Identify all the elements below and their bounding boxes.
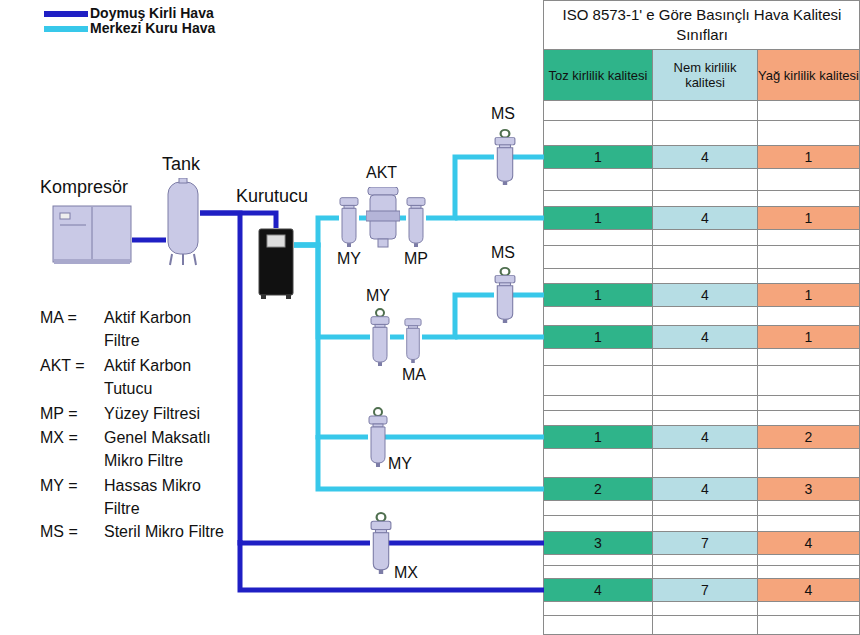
- component-symbol: [339, 189, 359, 247]
- component-label: MY: [388, 455, 412, 473]
- table-cell: 4: [653, 283, 757, 307]
- precision-filter: MY: [339, 189, 359, 247]
- component-symbol: [494, 129, 516, 185]
- component-symbol: [370, 512, 392, 574]
- table-cell: 4: [653, 145, 757, 169]
- table-cell: 1: [758, 283, 859, 307]
- table-cell: 1: [758, 145, 859, 169]
- component-symbol: [368, 407, 388, 467]
- component-label: Tank: [162, 154, 200, 175]
- table-cell: 2: [758, 425, 859, 449]
- sterile-filter: MS: [494, 267, 516, 323]
- surface-filter: MP: [406, 189, 426, 247]
- table-cell: 1: [758, 325, 859, 349]
- table-cell: 4: [544, 578, 652, 602]
- table-cell: 4: [653, 206, 757, 230]
- abbreviation-meaning: Aktif Karbon Filtre: [104, 306, 230, 354]
- abbreviation-meaning: Genel Maksatlı Mikro Filtre: [104, 426, 230, 474]
- abbreviation-meaning: Steril Mikro Filtre: [104, 520, 230, 568]
- abbreviation-code: MA =: [40, 306, 102, 328]
- air-pipe: [294, 245, 370, 337]
- component-symbol: [370, 308, 390, 366]
- table-cell: 1: [758, 206, 859, 230]
- column-header: Yağ kirlilik kalitesi: [758, 50, 859, 100]
- table-title: ISO 8573-1' e Göre Basınçlı Hava Kalites…: [545, 2, 859, 48]
- abbreviation-meaning: Hassas Mikro Filtre: [104, 474, 230, 522]
- component-label: Kurutucu: [236, 186, 308, 207]
- air-dryer: Kurutucu: [258, 228, 294, 300]
- component-symbol: [166, 178, 200, 266]
- legend-text: Doymuş Kirli Hava: [90, 5, 214, 21]
- component-label: MX: [394, 564, 418, 582]
- abbreviation-meaning: Aktif Karbon Tutucu: [104, 354, 230, 402]
- component-label: MA: [402, 366, 426, 384]
- general-filter: MX: [370, 512, 392, 574]
- component-label: Kompresör: [40, 177, 128, 198]
- air-pipe: [426, 157, 494, 218]
- air-pipe: [359, 216, 366, 221]
- legend-swatch: [44, 26, 88, 32]
- air-pipe: [200, 213, 370, 543]
- table-cell: 4: [653, 325, 757, 349]
- legend-text: Merkezi Kuru Hava: [90, 20, 215, 36]
- abbreviation-code: MY =: [40, 474, 102, 496]
- carbon-filter: MA: [404, 311, 422, 363]
- air-pipe: [294, 218, 339, 245]
- legend-swatch: [44, 11, 88, 17]
- air-pipe: [422, 295, 494, 337]
- component-label: AKT: [366, 164, 397, 182]
- air-pipe: [132, 238, 166, 243]
- table-cell: 1: [544, 206, 652, 230]
- component-symbol: [404, 311, 422, 363]
- air-pipe: [390, 335, 404, 340]
- precision-filter: MY: [370, 308, 390, 366]
- table-cell: 4: [653, 477, 757, 501]
- precision-filter: MY: [368, 407, 388, 467]
- table-cell: 4: [758, 578, 859, 602]
- column-header: Toz kirlilik kalitesi: [544, 50, 652, 100]
- column-header: Nem kirlilik kalitesi: [653, 50, 757, 100]
- abbreviation-code: AKT =: [40, 354, 102, 376]
- air-pipe: [400, 216, 406, 221]
- table-cell: 4: [653, 425, 757, 449]
- component-label: MS: [491, 105, 515, 123]
- table-cell: 4: [758, 531, 859, 555]
- table-cell: 1: [544, 325, 652, 349]
- component-symbol: [52, 205, 132, 265]
- component-symbol: [258, 228, 294, 300]
- table-cell: 7: [653, 531, 757, 555]
- abbreviation-code: MP =: [40, 402, 102, 424]
- table-cell: 7: [653, 578, 757, 602]
- carbon-tower: AKT: [366, 187, 400, 249]
- table-cell: 1: [544, 425, 652, 449]
- table-cell: 3: [544, 531, 652, 555]
- abbreviation-code: MX =: [40, 426, 102, 448]
- abbreviation-code: MS =: [40, 520, 102, 542]
- table-cell: 1: [544, 145, 652, 169]
- air-pipe: [294, 245, 368, 437]
- component-label: MY: [366, 287, 390, 305]
- component-label: MS: [491, 244, 515, 262]
- component-symbol: [366, 187, 400, 249]
- compressor: Kompresör: [52, 205, 132, 265]
- air-tank: Tank: [166, 178, 200, 266]
- component-label: MP: [404, 250, 428, 268]
- table-cell: 1: [544, 283, 652, 307]
- table-cell: 3: [758, 477, 859, 501]
- sterile-filter: MS: [494, 129, 516, 185]
- component-label: MY: [337, 250, 361, 268]
- table-cell: 2: [544, 477, 652, 501]
- component-symbol: [494, 267, 516, 323]
- component-symbol: [406, 189, 426, 247]
